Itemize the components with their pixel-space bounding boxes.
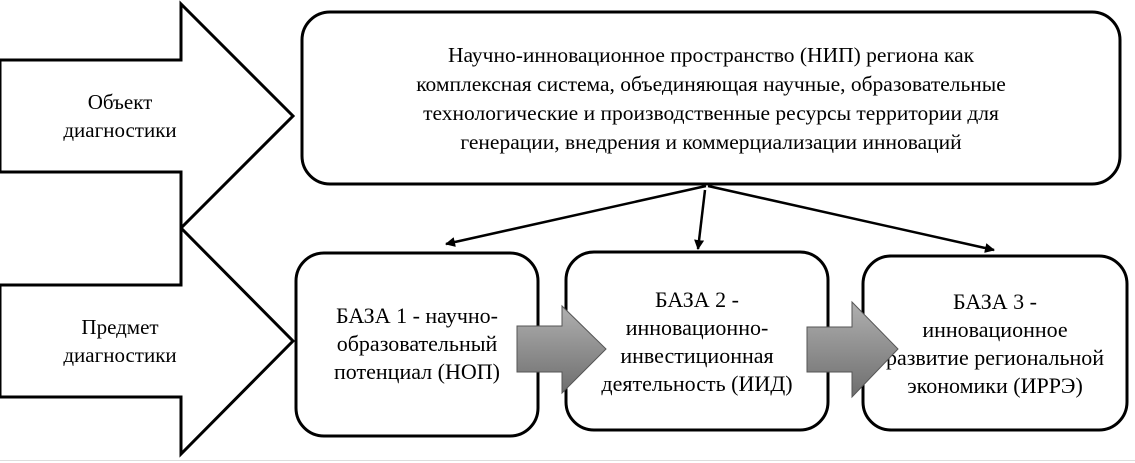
subject-label-line-1: Предмет [81,315,159,339]
top-box-line-1: Научно-инновационное пространство (НИП) … [447,43,975,67]
bottom-divider [0,460,1135,461]
base-1-line-1: БАЗА 1 - научно- [335,303,498,328]
top-box-line-2: комплексная система, объединяющая научны… [416,72,1006,96]
object-arrow-shape [0,0,296,232]
base-3-line-1: БАЗА 3 - [953,289,1037,314]
top-box-line-3: технологические и производственные ресур… [423,101,999,125]
object-label: Объект диагностики [20,88,220,144]
base-1-text: БАЗА 1 - научно- образовательный потенци… [296,302,538,386]
base-3-line-4: экономики (ИРРЭ) [907,373,1083,398]
subject-label: Предмет диагностики [20,313,220,369]
base-2-line-4: деятельность (ИИД) [601,371,793,396]
object-label-line-2: диагностики [63,118,177,142]
top-box-line-4: генерации, внедрения и коммерциализации … [460,130,962,154]
base-3-line-2: инновационное [922,317,1068,342]
top-box-shape [300,10,1122,186]
subject-label-line-2: диагностики [63,343,177,367]
top-box-text: Научно-инновационное пространство (НИП) … [305,41,1117,157]
base-2-text: БАЗА 2 - инновационно- инвестиционная де… [566,286,828,398]
connector-to-base-3 [707,184,995,253]
base-3-text: БАЗА 3 - инновационное развитие регионал… [863,288,1127,400]
subject-arrow-shape [0,224,296,458]
base-2-line-1: БАЗА 2 - [655,287,739,312]
base-1-line-2: образовательный [336,331,498,356]
connector-to-base-2 [694,189,707,250]
base-2-line-2: инновационно- [625,315,769,340]
base-2-line-3: инвестиционная [620,343,774,368]
base-1-line-3: потенциал (НОП) [334,359,500,384]
base-3-line-3: развитие региональной [885,345,1105,370]
connector-to-base-1 [445,184,707,247]
object-label-line-1: Объект [87,90,153,114]
